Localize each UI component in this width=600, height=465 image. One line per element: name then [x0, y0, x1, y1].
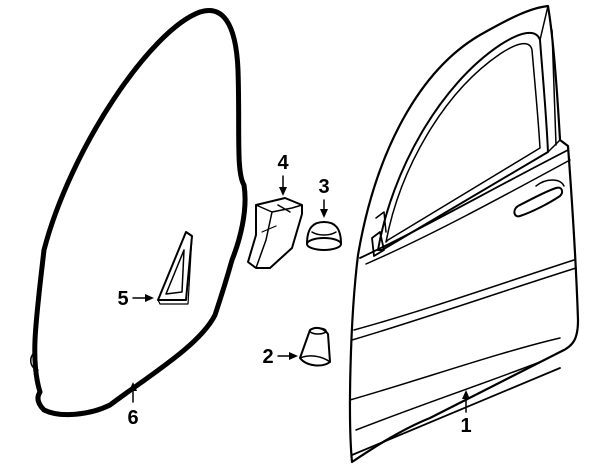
callout-label-4: 4: [277, 152, 289, 174]
part-3-door-bumper[interactable]: [306, 221, 342, 251]
callout-label-6: 6: [127, 407, 138, 429]
arrow-6: [129, 382, 137, 403]
arrow-4: [279, 175, 287, 196]
part-5-trim-panel[interactable]: [157, 231, 193, 305]
callout-labels: 1 2 3 4 5 6: [117, 152, 471, 437]
part-6-weatherstrip[interactable]: [30, 8, 248, 417]
part-2-stopper[interactable]: [299, 326, 331, 367]
callout-label-3: 3: [318, 176, 329, 198]
callout-label-2: 2: [262, 346, 273, 368]
arrow-5: [132, 294, 154, 302]
callout-label-5: 5: [117, 288, 128, 310]
arrow-3: [320, 199, 328, 218]
arrow-2: [277, 352, 298, 360]
callout-label-1: 1: [460, 415, 471, 437]
part-4-bumper-block[interactable]: [247, 197, 303, 269]
arrow-1: [462, 390, 470, 413]
part-1-front-door[interactable]: [348, 4, 580, 464]
callout-arrows: [129, 175, 470, 413]
